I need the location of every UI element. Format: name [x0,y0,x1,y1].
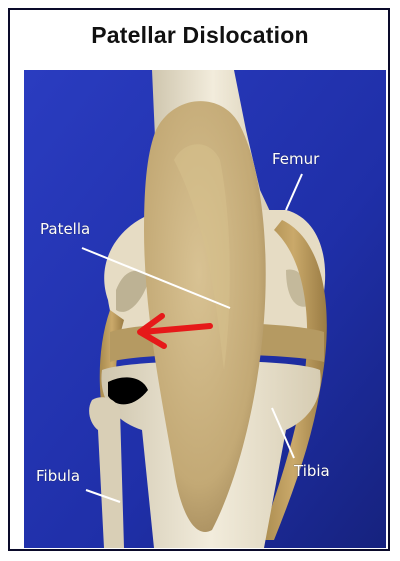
label-patella: Patella [40,220,90,238]
label-fibula: Fibula [36,467,80,485]
label-tibia: Tibia [294,462,330,480]
figure-title: Patellar Dislocation [0,22,400,49]
label-femur: Femur [272,150,319,168]
